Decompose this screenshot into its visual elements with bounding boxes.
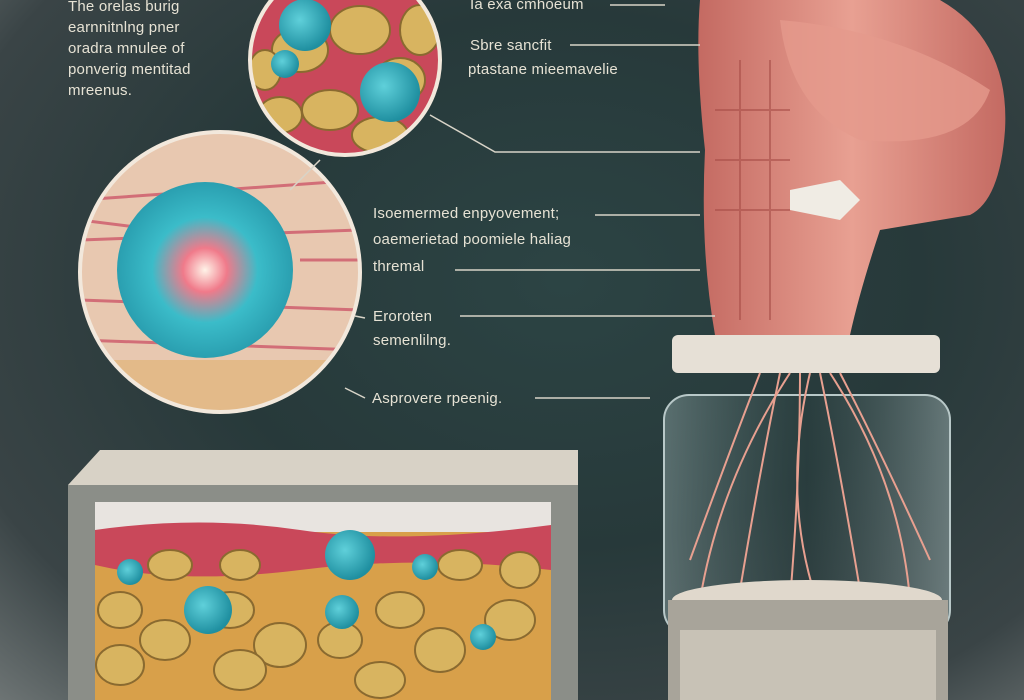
intro-text: The orelas burig earnnitnlng pner oradra… [68, 0, 191, 101]
intro-line: The orelas burig [68, 0, 180, 15]
intro-line: mreenus. [68, 82, 133, 99]
label-mid-1c: thremal [373, 258, 425, 275]
intro-line: oradra mnulee of [68, 40, 185, 57]
tissue-cross-section-box [68, 450, 578, 700]
glass-jar [663, 335, 951, 700]
label-mid-2b: semenlilng. [373, 332, 452, 349]
fat-tissue-magnified-circle [250, 0, 440, 155]
label-mid-1a: Isoemermed enpyovement; [373, 205, 560, 222]
cell-magnified-circle [80, 132, 360, 412]
muscle-torso-model [698, 0, 1006, 335]
label-top-1: Ia exa cmhoeum [470, 0, 584, 13]
label-top-2a: Sbre sancfit [470, 37, 552, 54]
label-mid-1b: oaemerietad poomiele haliag [373, 231, 572, 248]
label-top-2b: ptastane mieemavelie [468, 61, 618, 78]
label-mid-2a: Eroroten [373, 308, 433, 325]
intro-line: ponverig mentitad [68, 61, 191, 78]
leader-lines [289, 4, 715, 399]
label-bottom: Asprovere rpeenig. [372, 390, 503, 407]
intro-line: earnnitnlng pner [68, 19, 180, 36]
